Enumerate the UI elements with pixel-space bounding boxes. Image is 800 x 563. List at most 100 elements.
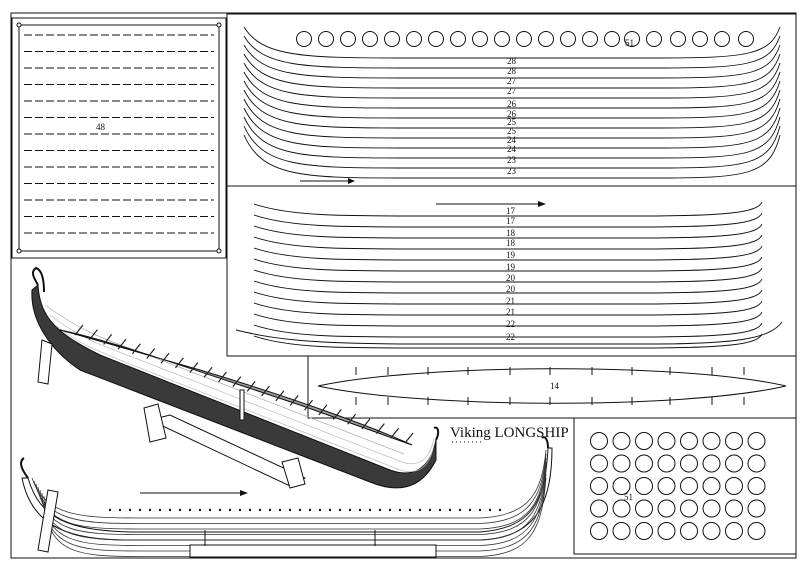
- upper-strake: [244, 90, 780, 128]
- stand-front: [144, 404, 166, 442]
- deck-beam: [104, 334, 112, 344]
- shield-blank: [636, 523, 653, 540]
- deck-beam: [233, 377, 241, 387]
- deck-beam: [276, 391, 284, 401]
- lower-strake: [236, 322, 782, 344]
- lower-strakes: [236, 202, 782, 348]
- shield-circle: [319, 32, 334, 47]
- mast-stub: [240, 390, 244, 420]
- elevation-rivet: [338, 508, 342, 512]
- elevation-bow: [21, 458, 28, 478]
- lower-plank-label: 19: [506, 250, 516, 260]
- elevation-rivet: [398, 508, 402, 512]
- lower-plank-label: 19: [506, 262, 516, 272]
- shield-blank: [703, 500, 720, 517]
- deck-beam: [262, 386, 270, 396]
- shield-blank: [748, 523, 765, 540]
- elevation-rivet: [118, 508, 122, 512]
- elevation-rivet: [378, 508, 382, 512]
- elevation-rivet: [238, 508, 242, 512]
- lower-plank-label: 22: [506, 332, 515, 342]
- shield-blank: [658, 500, 675, 517]
- lower-strake: [254, 312, 762, 326]
- shield-circle: [561, 32, 576, 47]
- shields-panel: 51: [574, 418, 796, 554]
- shield-blank: [636, 478, 653, 495]
- shield-blank: [613, 433, 630, 450]
- hull-side-elevation: [21, 437, 552, 557]
- shield-circle: [715, 32, 730, 47]
- shield-blank: [703, 523, 720, 540]
- lower-strake: [254, 334, 762, 348]
- lower-plank-label: 18: [506, 238, 516, 248]
- deck-beam: [190, 363, 198, 373]
- shield-blank: [748, 455, 765, 472]
- deck-beam: [161, 353, 169, 363]
- shield-circle: [739, 32, 754, 47]
- shield-blank: [703, 433, 720, 450]
- elevation-rivet: [408, 508, 412, 512]
- upper-plank-label: 26: [507, 99, 517, 109]
- shield-blank: [726, 455, 743, 472]
- upper-plank-label: 25: [507, 126, 517, 136]
- elevation-grain-arrowhead: [240, 490, 248, 496]
- shield-circle: [693, 32, 708, 47]
- sail-stripes: [24, 35, 214, 233]
- elevation-rivet: [218, 508, 222, 512]
- upper-strake: [244, 126, 780, 168]
- elevation-rivet: [488, 508, 492, 512]
- shield-blank: [703, 478, 720, 495]
- lower-strake: [254, 279, 762, 293]
- lower-strake: [254, 257, 762, 271]
- elevation-rivet: [148, 508, 152, 512]
- shield-circle: [451, 32, 466, 47]
- shield-blank: [658, 433, 675, 450]
- upper-strake: [244, 135, 780, 178]
- elevation-rivet: [248, 508, 252, 512]
- upper-strakes: [244, 27, 780, 178]
- upper-strake: [244, 54, 780, 88]
- lower-plank-label: 21: [506, 307, 515, 317]
- lower-strake: [254, 246, 762, 260]
- elevation-rivet: [108, 508, 112, 512]
- sail-corner-tl: [17, 23, 21, 27]
- shield-circle: [583, 32, 598, 47]
- elevation-rivet: [168, 508, 172, 512]
- shield-blank: [681, 500, 698, 517]
- upper-plank-label: 27: [507, 86, 517, 96]
- elevation-rivet: [328, 508, 332, 512]
- elevation-rivet: [228, 508, 232, 512]
- lower-strake: [254, 323, 762, 337]
- upper-strake: [244, 63, 780, 98]
- shield-circle: [385, 32, 400, 47]
- deck-beam: [333, 410, 341, 420]
- upper-plank-label: 24: [507, 144, 517, 154]
- lower-strake: [254, 268, 762, 282]
- lower-grain-arrowhead: [538, 201, 546, 207]
- shield-blank: [658, 523, 675, 540]
- deck-beam: [175, 358, 183, 368]
- elevation-strake: [42, 470, 546, 546]
- elevation-rivet: [298, 508, 302, 512]
- upper-strake: [244, 81, 780, 118]
- deck-beam: [376, 424, 384, 434]
- deck-beam: [247, 381, 255, 391]
- elevation-rivet: [318, 508, 322, 512]
- elevation-rivet: [268, 508, 272, 512]
- hull-perspective-render: [32, 268, 438, 488]
- shield-circle: [429, 32, 444, 47]
- shield-blank: [636, 455, 653, 472]
- lower-plank-label: 20: [506, 284, 516, 294]
- lower-strake: [254, 224, 762, 238]
- shield-blank: [726, 433, 743, 450]
- shield-blank: [726, 500, 743, 517]
- deck-outline: [318, 369, 786, 404]
- upper-strake: [244, 27, 780, 58]
- shields-part-number: 51: [624, 492, 633, 502]
- elevation-rivet: [198, 508, 202, 512]
- elevation-stern: [542, 437, 548, 448]
- shields-frame: [574, 418, 796, 554]
